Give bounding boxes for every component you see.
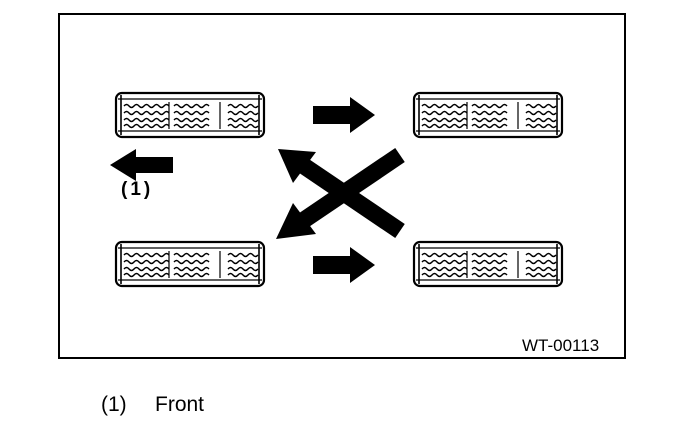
legend-label: Front: [155, 393, 205, 416]
tire-tread-icon: [412, 240, 564, 288]
legend-key: (1): [101, 393, 127, 416]
tire-tread-icon: [412, 91, 564, 139]
tire-tread-icon: [114, 240, 266, 288]
arrow-right-icon: [313, 247, 375, 283]
arrow-right-icon: [313, 97, 375, 133]
cross-arrow-icon: [276, 147, 405, 239]
tire-tread-icon: [114, 91, 266, 139]
callout-marker: (1): [121, 179, 154, 200]
figure-frame: [58, 13, 626, 359]
legend: (1) Front: [101, 394, 204, 415]
figure-id: WT-00113: [522, 336, 600, 355]
arrow-left-icon: [110, 149, 173, 181]
